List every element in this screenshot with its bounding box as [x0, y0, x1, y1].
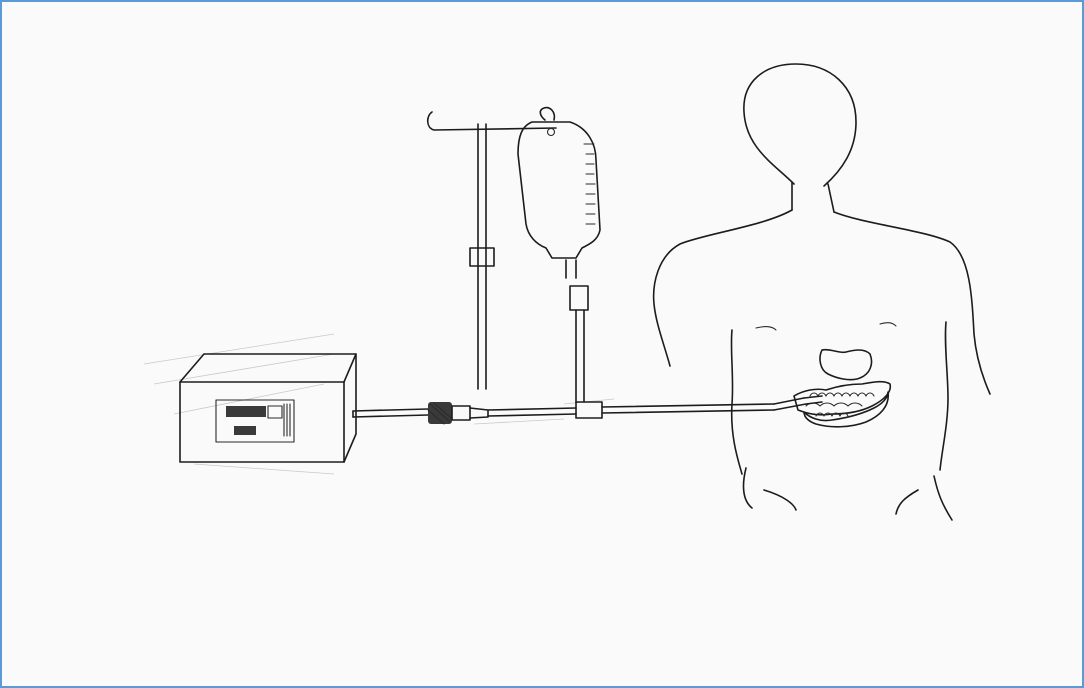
- t-junction: [576, 402, 602, 418]
- patient-neck: [792, 182, 834, 212]
- control-unit-display: [216, 400, 294, 442]
- iv-bag: [518, 108, 600, 402]
- patient-organs: [794, 350, 890, 427]
- patient-figure: [654, 64, 990, 520]
- display-bar-lower: [234, 426, 256, 435]
- main-tube: [353, 409, 428, 417]
- patient-chest: [731, 322, 948, 474]
- patient-abdomen: [744, 468, 952, 520]
- patient-nipple-left: [756, 327, 776, 330]
- control-unit: [180, 354, 356, 462]
- stomach: [820, 350, 872, 380]
- catheter-tip: [804, 396, 822, 404]
- pencil-traces: [144, 334, 614, 474]
- sketch-canvas: [4, 4, 1084, 688]
- display-bar-upper: [226, 406, 266, 417]
- iv-pole: [428, 112, 556, 389]
- patient-nipple-right: [880, 323, 896, 326]
- luer-connector: [428, 402, 488, 424]
- delivery-tube: [488, 398, 806, 416]
- patient-head: [744, 64, 856, 186]
